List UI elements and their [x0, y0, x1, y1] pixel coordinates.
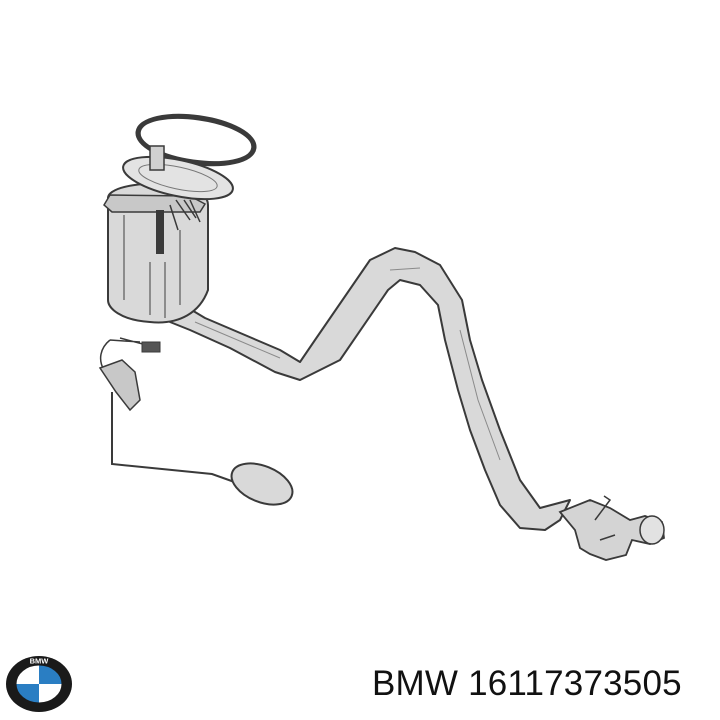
outlet-lever — [594, 495, 616, 541]
pump-housing-ribs — [123, 215, 181, 318]
fuel-hose-edge — [194, 267, 501, 461]
pump-housing-top — [103, 194, 207, 213]
sealing-ring-inner — [140, 118, 252, 162]
level-float — [230, 462, 294, 506]
sensor-connector — [141, 341, 161, 353]
logo-disc-edge — [15, 664, 63, 704]
outlet-cap — [639, 515, 665, 545]
part-number: 16117373505 — [468, 664, 682, 703]
flange-nozzle — [149, 145, 165, 171]
fuel-hose — [169, 247, 571, 531]
logo-quarter-top-right — [39, 665, 62, 684]
sealing-ring — [135, 113, 257, 167]
pump-flange-inner — [138, 163, 218, 193]
float-arm — [111, 392, 241, 485]
connector-wires — [169, 199, 201, 231]
logo-letters: BMW — [30, 657, 50, 666]
level-sensor-body — [98, 359, 141, 412]
spring-rod — [156, 210, 164, 254]
brand-name: BMW — [372, 664, 459, 703]
logo-quarter-bottom-left — [16, 684, 39, 703]
bmw-logo: BMW — [6, 656, 72, 712]
part-caption: BMW 16117373505 — [372, 664, 682, 704]
float-arm-inner — [115, 394, 213, 471]
